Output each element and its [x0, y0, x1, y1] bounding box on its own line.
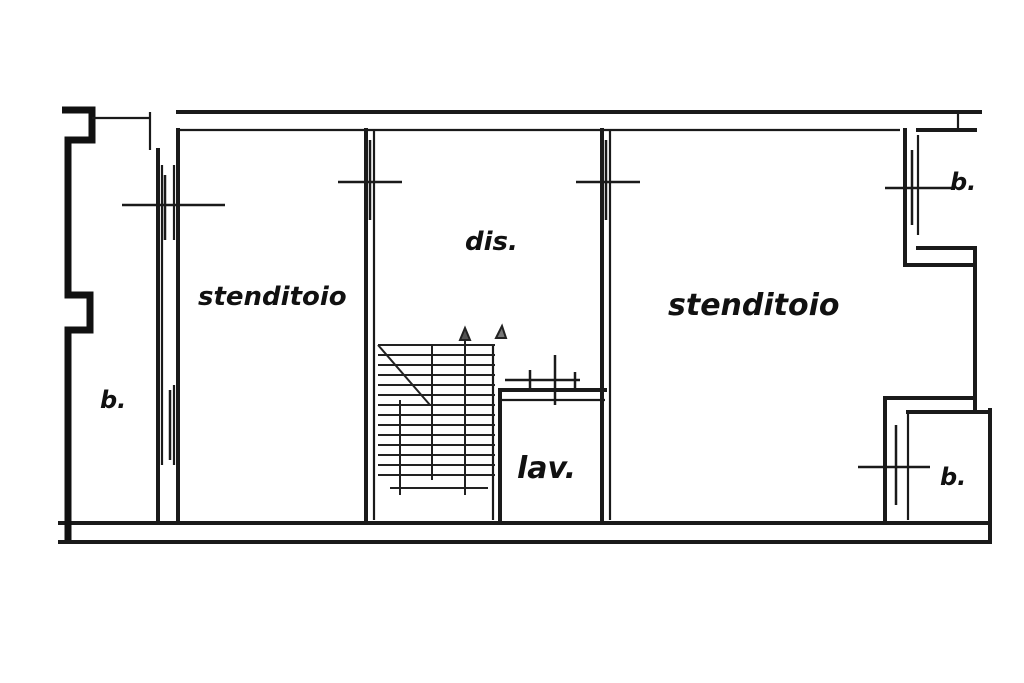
label-left-bath: b.: [100, 386, 126, 414]
right-baths: [858, 128, 992, 522]
label-lavanderia: lav.: [517, 451, 576, 486]
label-stenditoio-left: stenditoio: [198, 282, 347, 312]
label-disimpegno: dis.: [465, 227, 518, 257]
staircase: [377, 323, 508, 495]
label-stenditoio-right: stenditoio: [668, 288, 840, 323]
label-bath-top-right: b.: [950, 168, 976, 196]
label-bath-bottom-right: b.: [940, 463, 966, 491]
left-bath: [122, 128, 225, 522]
partitions: [338, 128, 640, 522]
outer-walls: [58, 106, 992, 544]
